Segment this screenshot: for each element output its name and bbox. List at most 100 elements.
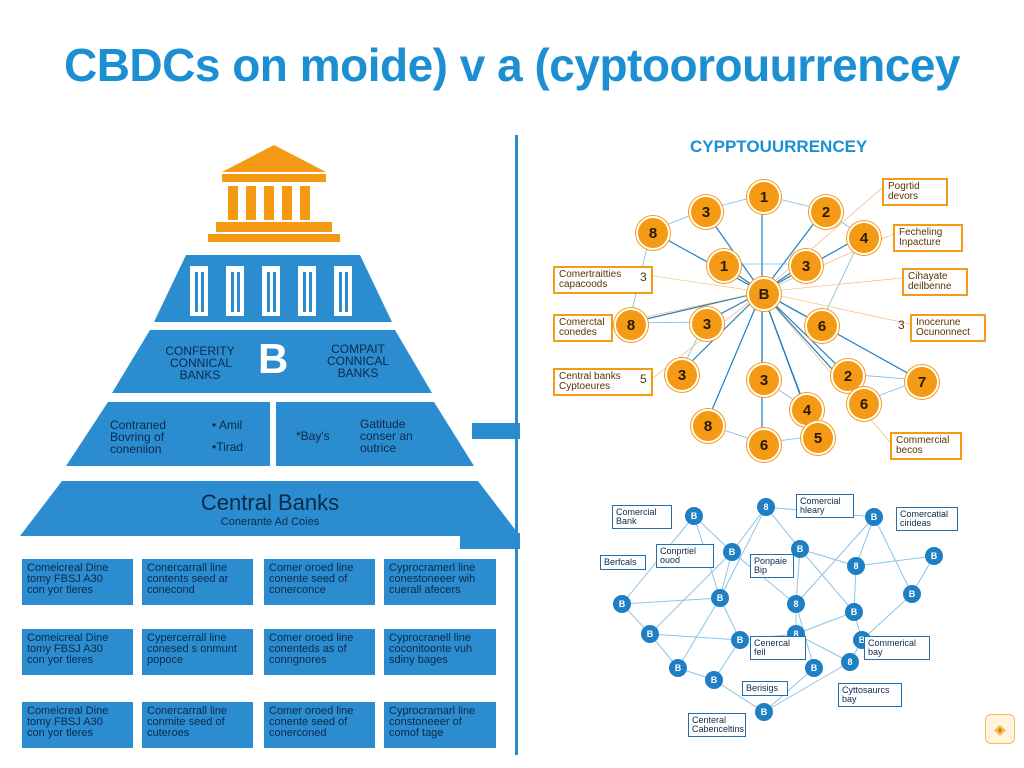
grid-cell-line: Conercarrall line — [147, 705, 228, 717]
grid-cell-line: Conercarrall line — [147, 562, 228, 574]
bank-network-node: B — [669, 659, 687, 677]
crypto-label-line: Fecheling — [899, 227, 943, 238]
bank-network-label-line: bay — [868, 647, 883, 657]
crypto-node: 3 — [747, 363, 781, 397]
grid-cell-line: con yor tleres — [27, 727, 94, 739]
pyramid-tier-2 — [112, 330, 432, 393]
crypto-node: 1 — [747, 180, 781, 214]
grid-cell-line: conesed s onmunt — [147, 643, 237, 655]
bank-network-node: B — [731, 631, 749, 649]
crypto-node: 6 — [747, 428, 781, 462]
crypto-node: 8 — [614, 308, 648, 342]
tier-3-bullets: • Amil •Tirad — [212, 418, 244, 454]
grid-cell-line: con yor tleres — [27, 584, 94, 596]
grid-cell-line: Comeicreal Dine — [27, 632, 109, 644]
bank-network-label-line: hleary — [800, 505, 825, 515]
crypto-label-line: Ocunonnect — [916, 327, 970, 338]
grid-cell-line: Comeicreal Dine — [27, 562, 109, 574]
bank-network-node: 8 — [841, 653, 859, 671]
bank-network-label-line: Conprtiel — [660, 546, 697, 556]
grid-cell-line: conerconce — [269, 584, 326, 596]
bank-network-node: B — [711, 589, 729, 607]
grid-cell-line: cuerall afecers — [389, 584, 461, 596]
grid-cell-line: conecond — [147, 584, 195, 596]
pyramid-tier-3 — [66, 402, 270, 466]
pyramid-diagram — [20, 145, 520, 549]
crypto-node: 2 — [809, 195, 843, 229]
tier-2-left-text: CONFERITY CONNICAL BANKS — [165, 344, 235, 382]
crypto-node: 1 — [707, 249, 741, 283]
crypto-node: 3 — [665, 358, 699, 392]
bank-network-label-line: Ponpaie — [754, 556, 788, 566]
arrow-right-icon — [460, 533, 520, 549]
bank-network-label-line: Cenercal — [754, 638, 791, 648]
crypto-label-line: Inpacture — [899, 237, 941, 248]
grid-cell-line: Comer oroed line — [269, 632, 354, 644]
grid-cell-line: sdiny bages — [389, 654, 448, 666]
bank-network-node: B — [925, 547, 943, 565]
arrow-right-icon — [472, 423, 520, 439]
grid-cell-line: constoneeer of — [389, 716, 462, 728]
tier-3-left-text: Contraned Bovring of coneniion — [110, 418, 167, 456]
bank-network-label-line: ouod — [660, 555, 681, 565]
grid-cell-line: Comer oroed line — [269, 705, 354, 717]
bank-network-node: B — [641, 625, 659, 643]
bank-network-node: B — [865, 508, 883, 526]
bank-building-icon — [208, 145, 340, 242]
grid-cell-line: conente seed of — [269, 573, 348, 585]
crypto-label-line: deilbenne — [908, 281, 952, 292]
bank-network-label-line: Bip — [754, 565, 768, 575]
grid-cell-line: tomy FBSJ A30 — [27, 716, 103, 728]
grid-cell-line: coconitoonte vuh — [389, 643, 473, 655]
grid-cell-line: cuteroes — [147, 727, 190, 739]
bank-network-node: B — [613, 595, 631, 613]
pyramid-tier-3-right — [276, 402, 474, 466]
grid-cell-line: conenteds as of — [269, 643, 347, 655]
bank-network-label-line: bay — [842, 694, 857, 704]
bank-network-label-line: Comercatial — [900, 509, 949, 519]
grid-cell-line: comof tage — [389, 727, 444, 739]
section-divider — [515, 135, 518, 755]
crypto-label-line: Comertraitties — [559, 269, 622, 280]
grid-cell-line: Cyprocramarl line — [389, 705, 476, 717]
pyramid-tier-4 — [20, 481, 520, 536]
tier-3-mid-text: *Bay's — [296, 429, 330, 443]
crypto-label-line: Commercial — [896, 435, 950, 446]
bank-network-node: 8 — [757, 498, 775, 516]
grid-cell-line: conngnores — [269, 654, 327, 666]
crypto-label-line: becos — [896, 445, 923, 456]
crypto-label-line: conedes — [559, 327, 597, 338]
grid-cell-line: Cypercerrall line — [147, 632, 227, 644]
crypto-node: 3 — [690, 307, 724, 341]
bank-network-label-line: Centeral — [692, 715, 727, 725]
page-title: CBDCs on moide) v a (cyptoorouurrencey — [63, 39, 961, 91]
crypto-label-line: Cyptoeures — [559, 381, 611, 392]
crypto-node: 5 — [801, 421, 835, 455]
bank-network-label-line: Berfcals — [604, 557, 637, 567]
crypto-label-line: Inocerune — [916, 317, 961, 328]
grid-cell-line: tomy FBSJ A30 — [27, 643, 103, 655]
bank-network-label: Berfcals — [600, 555, 646, 570]
grid-cell-line: conestoneeer wih — [389, 573, 476, 585]
crypto-label-line: Cihayate — [908, 271, 948, 282]
bank-network-label-line: Commerical — [868, 638, 917, 648]
bank-network-node: 8 — [787, 595, 805, 613]
